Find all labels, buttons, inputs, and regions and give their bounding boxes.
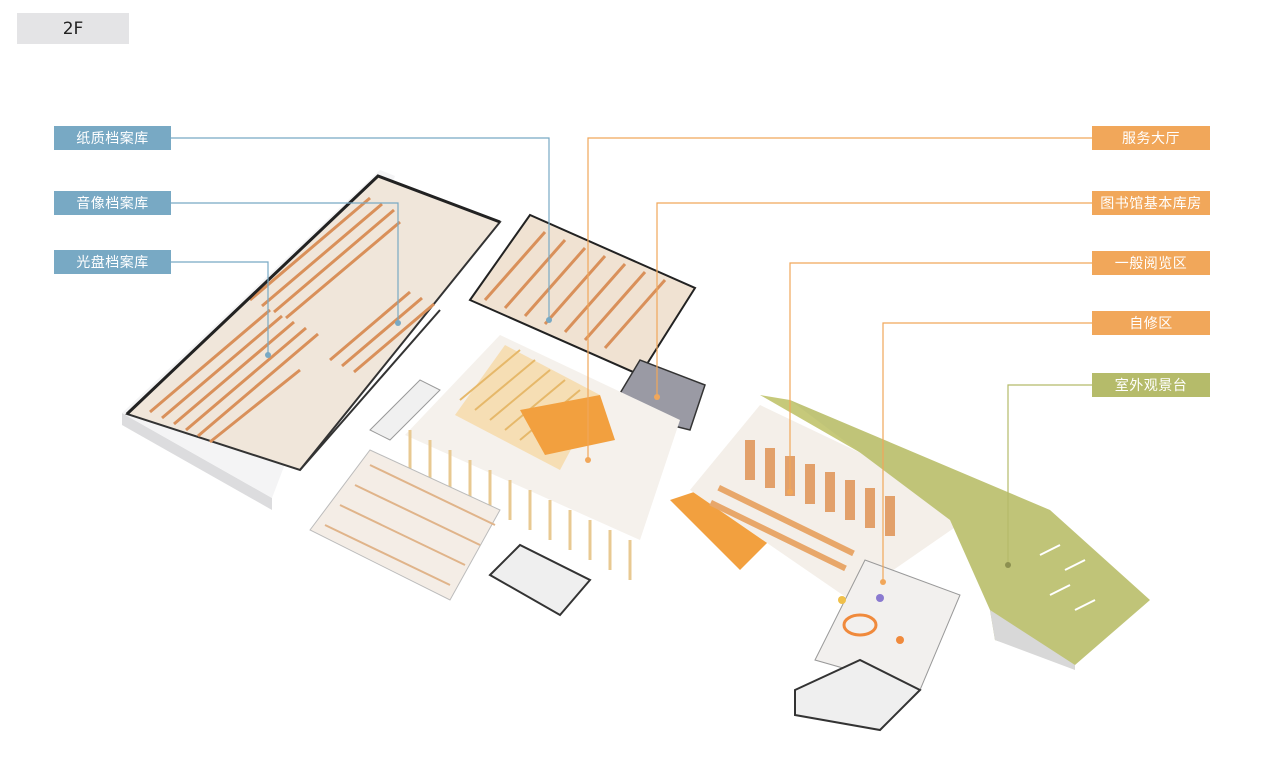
- label-library-stacks: 图书馆基本库房: [1092, 191, 1210, 215]
- label-audio-video-archive: 音像档案库: [54, 191, 171, 215]
- floor-tag: 2F: [17, 13, 129, 44]
- leader-lines: [171, 137, 1092, 582]
- label-service-hall: 服务大厅: [1092, 126, 1210, 150]
- label-disc-archive: 光盘档案库: [54, 250, 171, 274]
- label-self-study: 自修区: [1092, 311, 1210, 335]
- stepped-seating: [309, 379, 592, 617]
- leader-dots: [265, 317, 1011, 585]
- archive-block: [122, 170, 502, 510]
- self-study-wing: [794, 559, 961, 732]
- label-outdoor-terrace: 室外观景台: [1092, 373, 1210, 397]
- label-general-reading: 一般阅览区: [1092, 251, 1210, 275]
- service-hall-block: [405, 335, 770, 580]
- label-paper-archive: 纸质档案库: [54, 126, 171, 150]
- outdoor-terrace: [790, 400, 1150, 670]
